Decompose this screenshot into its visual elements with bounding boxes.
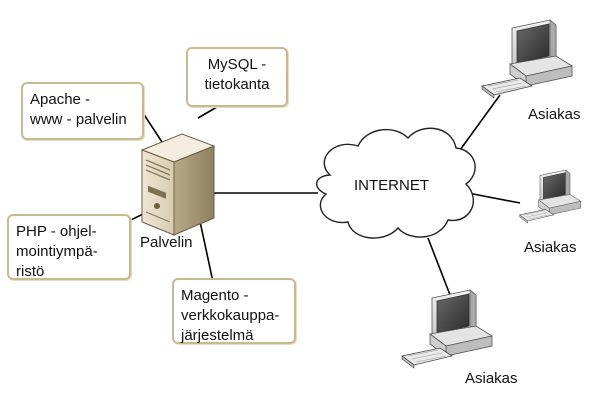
apache-label-box: Apache - www - palvelin xyxy=(21,82,144,140)
link-internet-client3 xyxy=(427,237,453,301)
server-tower-icon xyxy=(140,133,216,236)
link-internet-client2 xyxy=(467,192,521,204)
mysql-label-box: MySQL - tietokanta xyxy=(186,47,288,107)
magento-line-3: järjestelmä xyxy=(181,327,254,344)
apache-line-1: Apache - xyxy=(30,91,91,108)
client-computer-1 xyxy=(481,19,573,99)
php-line-2: mointiympä- xyxy=(16,243,98,260)
cloud-icon xyxy=(316,127,476,239)
php-line-1: PHP - ohjel- xyxy=(16,223,97,240)
client-label-1: Asiakas xyxy=(528,106,581,123)
client-computer-3 xyxy=(401,289,493,369)
link-apache-server xyxy=(140,109,163,143)
mysql-line-1: MySQL - xyxy=(207,56,267,73)
magento-label-box: Magento - verkkokauppa- järjestelmä xyxy=(172,278,296,344)
apache-line-2: www - palvelin xyxy=(30,111,127,128)
link-internet-client1 xyxy=(459,94,501,151)
server-label: Palvelin xyxy=(140,234,193,251)
php-line-3: ristö xyxy=(16,263,45,280)
client-label-3: Asiakas xyxy=(465,370,518,387)
internet-label: INTERNET xyxy=(354,177,429,194)
magento-line-2: verkkokauppa- xyxy=(181,307,280,324)
mysql-line-2: tietokanta xyxy=(204,76,270,93)
magento-line-1: Magento - xyxy=(181,287,249,304)
client-label-2: Asiakas xyxy=(524,239,577,256)
client-computer-2 xyxy=(519,169,582,224)
php-label-box: PHP - ohjel- mointiympä- ristö xyxy=(7,214,131,280)
